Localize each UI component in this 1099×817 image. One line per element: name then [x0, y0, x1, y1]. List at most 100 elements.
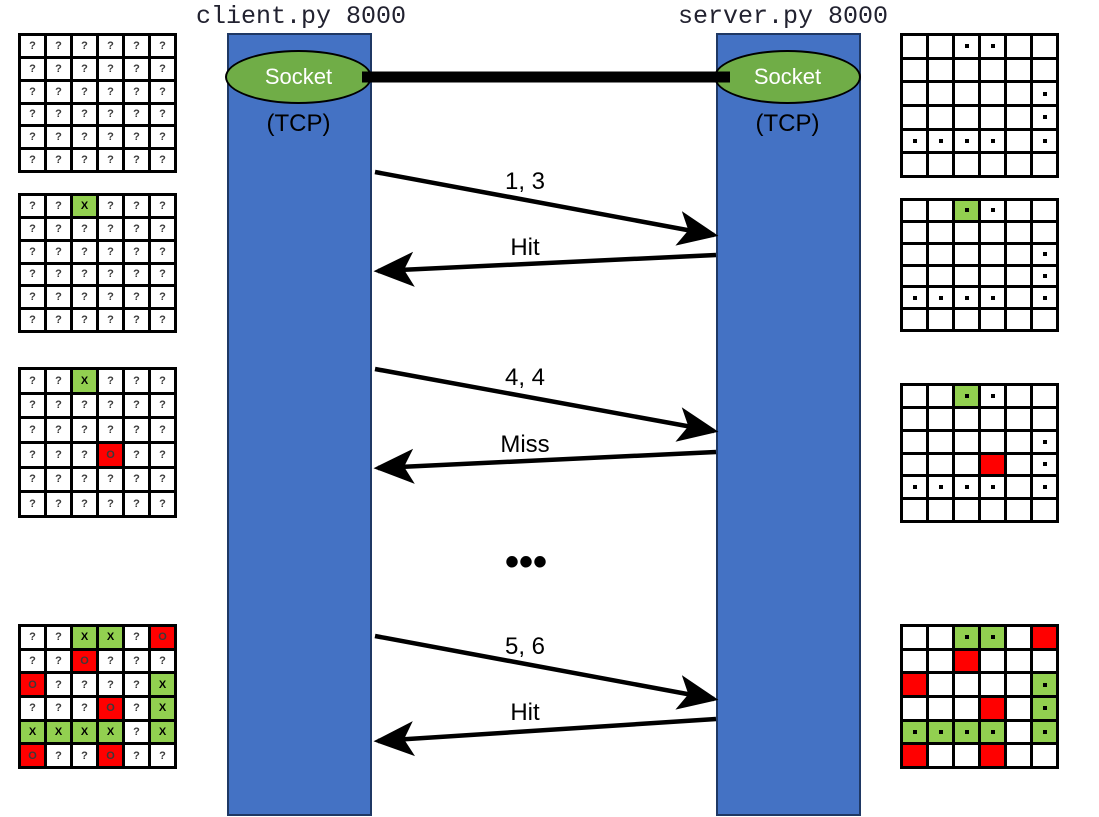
client-lifeline — [227, 33, 372, 816]
server-socket: Socket (TCP) — [710, 50, 865, 138]
cell-r1-c4-empty — [1006, 58, 1031, 82]
cell-r4-c4-unknown: ? — [124, 126, 149, 149]
cell-r3-c1-empty — [928, 696, 953, 720]
client-socket-ellipse: Socket — [225, 50, 372, 104]
cell-r5-c3-unknown: ? — [98, 149, 123, 171]
cell-r4-c4-unknown: ? — [124, 720, 149, 744]
cell-r2-c2-empty — [954, 243, 979, 265]
cell-r1-c1-empty — [928, 649, 953, 673]
cell-r1-c1-unknown: ? — [46, 649, 71, 673]
server-lifeline — [716, 33, 861, 816]
cell-r2-c2-empty — [954, 430, 979, 453]
cell-r5-c4-empty — [1006, 744, 1031, 767]
cell-r0-c3-ship — [980, 385, 1005, 407]
cell-r3-c4-empty — [1006, 265, 1031, 287]
cell-r2-c5-hit: X — [150, 673, 175, 696]
cell-r4-c1-ship — [928, 476, 953, 499]
cell-r2-c0-empty — [902, 430, 927, 453]
cell-r5-c2-unknown: ? — [72, 492, 97, 516]
cell-r4-c5-ship — [1032, 287, 1057, 309]
cell-r2-c1-empty — [928, 430, 953, 453]
cell-r2-c5-unknown: ? — [150, 418, 175, 442]
cell-r3-c4-empty — [1006, 105, 1031, 129]
cell-r0-c4-empty — [1006, 35, 1031, 58]
cell-r2-c4-empty — [1006, 82, 1031, 105]
cell-r1-c1-unknown: ? — [46, 393, 71, 418]
cell-r5-c2-unknown: ? — [72, 309, 97, 331]
cell-r3-c2-empty — [954, 453, 979, 476]
cell-r5-c2-unknown: ? — [72, 744, 97, 767]
cell-r1-c5-unknown: ? — [150, 393, 175, 418]
cell-r4-c0-hit: X — [20, 720, 45, 744]
cell-r2-c1-empty — [928, 82, 953, 105]
cell-r3-c2-empty — [954, 105, 979, 129]
cell-r0-c3-ship — [980, 35, 1005, 58]
cell-r3-c0-empty — [902, 265, 927, 287]
cell-r3-c1-unknown: ? — [46, 103, 71, 126]
message-label-3: 4, 4 — [504, 364, 546, 391]
cell-r1-c1-empty — [928, 407, 953, 430]
cell-r2-c3-unknown: ? — [98, 418, 123, 442]
cell-r5-c1-unknown: ? — [46, 492, 71, 516]
client-socket-label: Socket — [264, 64, 333, 89]
cell-r2-c1-empty — [928, 673, 953, 696]
cell-r2-c0-miss: O — [20, 673, 45, 696]
cell-r5-c3-unknown: ? — [98, 492, 123, 516]
cell-r4-c3-ship — [980, 476, 1005, 499]
cell-r4-c3-ship — [980, 129, 1005, 153]
ellipsis-indicator: ••• — [505, 540, 548, 584]
cell-r1-c5-unknown: ? — [150, 217, 175, 240]
cell-r3-c5-unknown: ? — [150, 442, 175, 467]
cell-r0-c1-unknown: ? — [46, 369, 71, 393]
cell-r5-c2-empty — [954, 499, 979, 521]
cell-r0-c0-empty — [902, 200, 927, 221]
cell-r4-c4-unknown: ? — [124, 467, 149, 492]
cell-r1-c3-unknown: ? — [98, 649, 123, 673]
cell-r5-c1-unknown: ? — [46, 744, 71, 767]
cell-r5-c5-empty — [1032, 309, 1057, 330]
cell-r0-c4-empty — [1006, 626, 1031, 649]
cell-r4-c5-unknown: ? — [150, 126, 175, 149]
cell-r3-c1-empty — [928, 265, 953, 287]
cell-r3-c3-miss — [980, 453, 1005, 476]
cell-r1-c5-empty — [1032, 221, 1057, 243]
cell-r0-c1-empty — [928, 35, 953, 58]
cell-r3-c5-ship — [1032, 453, 1057, 476]
cell-r5-c2-unknown: ? — [72, 149, 97, 171]
cell-r3-c3-miss: O — [98, 696, 123, 720]
cell-r2-c2-unknown: ? — [72, 418, 97, 442]
cell-r2-c5-hit-ship — [1032, 673, 1057, 696]
cell-r0-c3-unknown: ? — [98, 35, 123, 57]
cell-r0-c4-empty — [1006, 385, 1031, 407]
cell-r4-c4-unknown: ? — [124, 286, 149, 309]
cell-r5-c0-empty — [902, 153, 927, 176]
cell-r5-c0-miss: O — [20, 744, 45, 767]
cell-r4-c2-ship — [954, 287, 979, 309]
cell-r3-c1-empty — [928, 453, 953, 476]
cell-r2-c3-empty — [980, 243, 1005, 265]
cell-r4-c3-unknown: ? — [98, 286, 123, 309]
cell-r3-c5-ship — [1032, 265, 1057, 287]
cell-r2-c0-miss — [902, 673, 927, 696]
cell-r5-c2-empty — [954, 744, 979, 767]
cell-r3-c2-unknown: ? — [72, 696, 97, 720]
cell-r3-c2-unknown: ? — [72, 442, 97, 467]
cell-r3-c2-empty — [954, 265, 979, 287]
cell-r4-c3-hit: X — [98, 720, 123, 744]
cell-r4-c3-unknown: ? — [98, 467, 123, 492]
cell-r2-c1-unknown: ? — [46, 240, 71, 263]
cell-r1-c4-unknown: ? — [124, 217, 149, 240]
cell-r3-c0-empty — [902, 453, 927, 476]
cell-r4-c1-ship — [928, 287, 953, 309]
cell-r2-c4-unknown: ? — [124, 240, 149, 263]
cell-r3-c1-unknown: ? — [46, 263, 71, 286]
cell-r4-c4-empty — [1006, 287, 1031, 309]
cell-r0-c0-unknown: ? — [20, 626, 45, 649]
cell-r4-c2-unknown: ? — [72, 126, 97, 149]
server-grid-2 — [900, 198, 1059, 332]
cell-r5-c4-empty — [1006, 153, 1031, 176]
cell-r5-c5-unknown: ? — [150, 149, 175, 171]
cell-r3-c4-unknown: ? — [124, 696, 149, 720]
cell-r0-c5-miss: O — [150, 626, 175, 649]
